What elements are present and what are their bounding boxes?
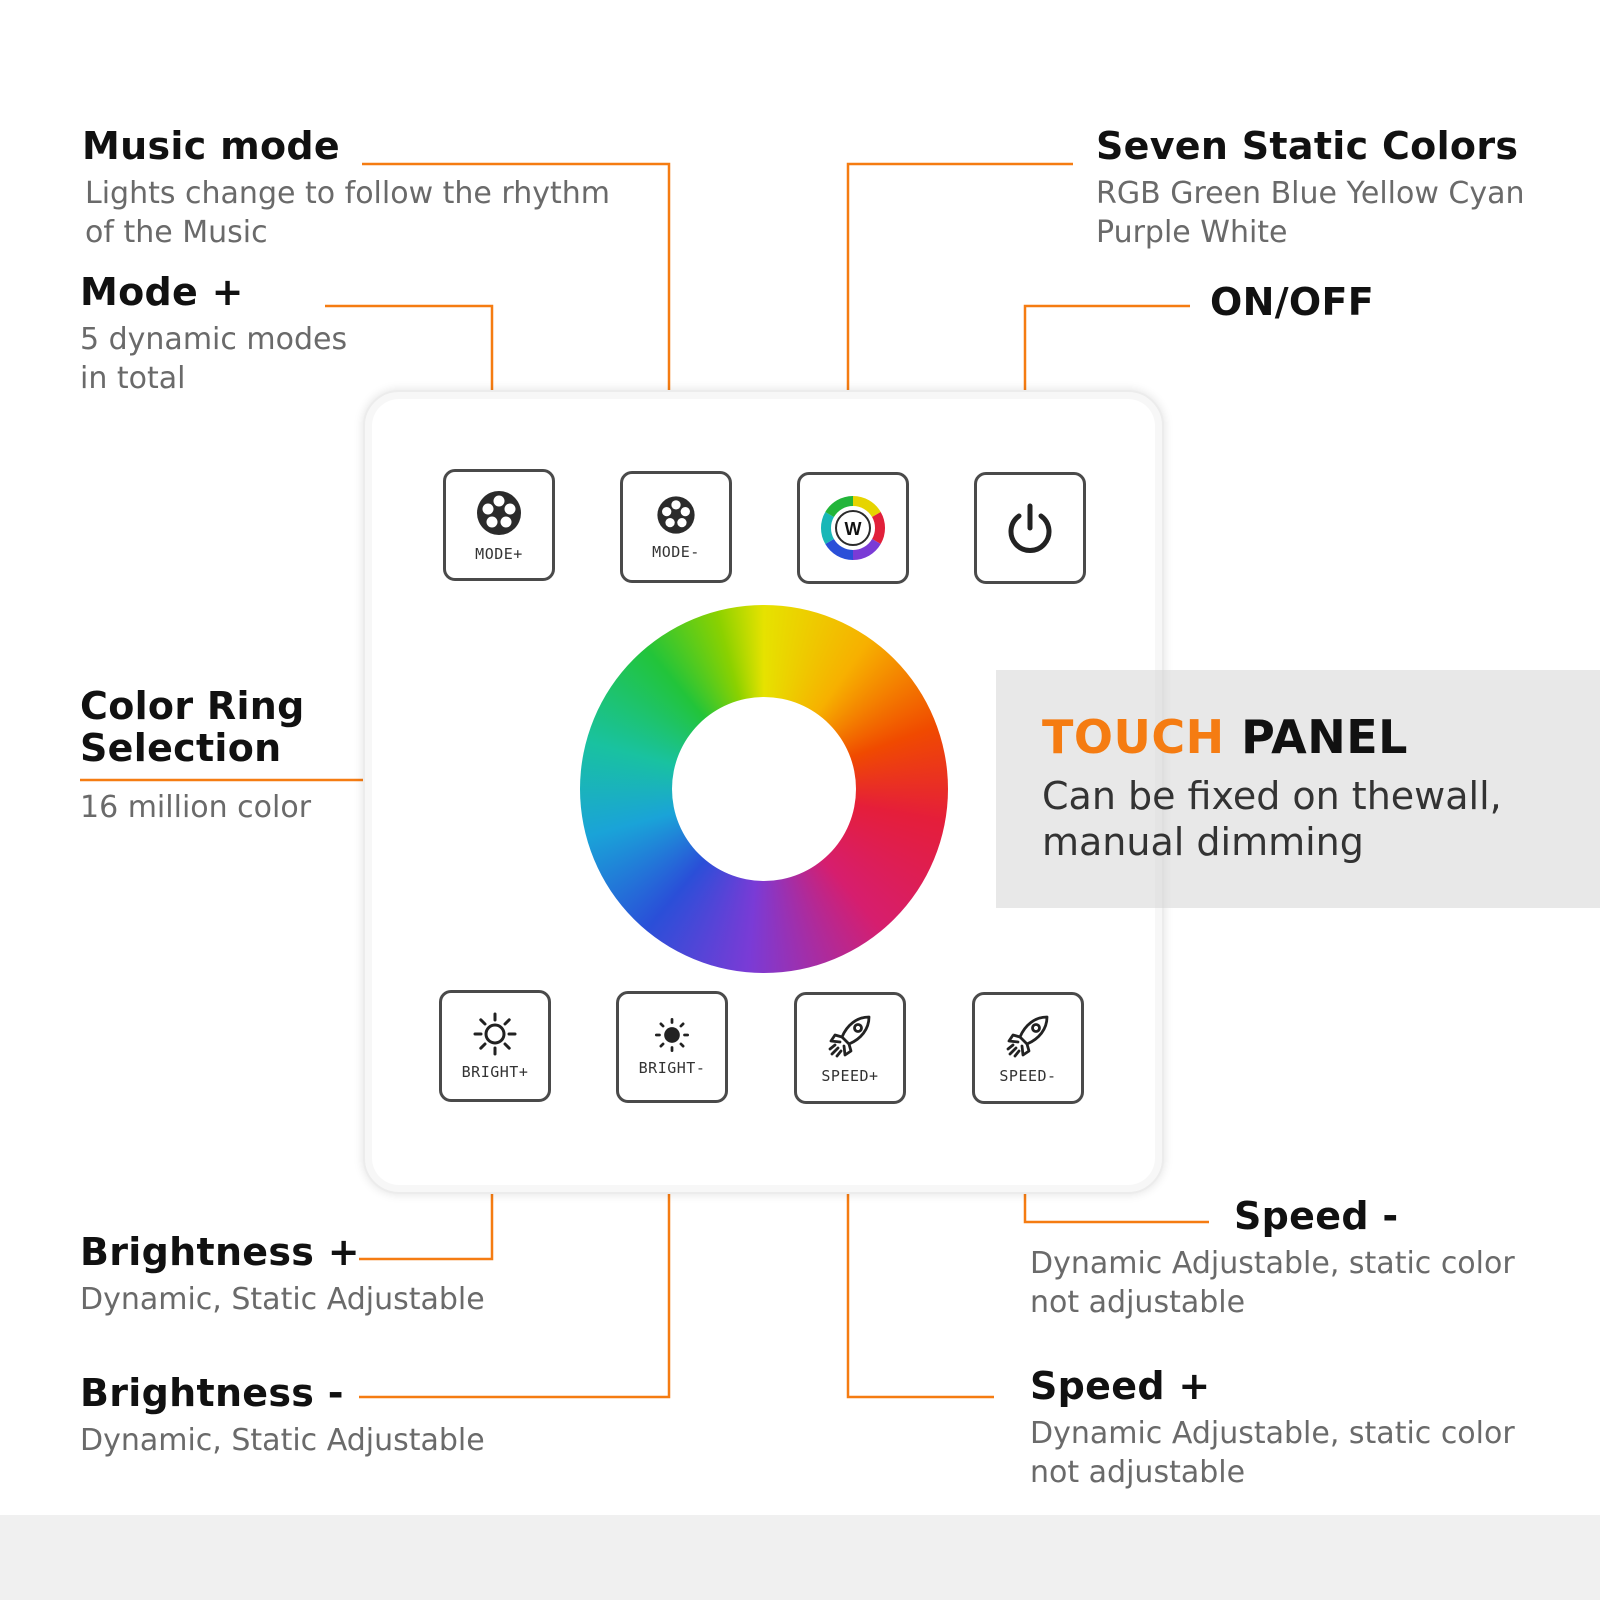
bright-plus-key[interactable]: BRIGHT+ bbox=[439, 990, 551, 1102]
callout-speed-minus: Speed - Dynamic Adjustable, static color… bbox=[1030, 1194, 1515, 1322]
touch-desc-line1: Can be fixed on thewall, bbox=[1042, 774, 1502, 818]
music-mode-minus-icon bbox=[657, 496, 695, 534]
power-icon bbox=[1008, 503, 1052, 553]
touch-panel-desc: Can be fixed on thewall, manual dimming bbox=[1042, 774, 1582, 865]
music-mode-plus-icon bbox=[477, 491, 521, 535]
seven-colors-desc: RGB Green Blue Yellow Cyan Purple White bbox=[1096, 174, 1525, 252]
color-ring-title-line1: Color Ring bbox=[80, 684, 305, 728]
callout-seven-colors: Seven Static Colors RGB Green Blue Yello… bbox=[1096, 124, 1525, 252]
mode-minus-key[interactable]: MODE- bbox=[620, 471, 732, 583]
brightness-minus-desc: Dynamic, Static Adjustable bbox=[80, 1422, 485, 1458]
callout-brightness-minus: Brightness - Dynamic, Static Adjustable bbox=[80, 1371, 485, 1460]
color-ring[interactable] bbox=[580, 605, 948, 973]
sun-small-icon bbox=[654, 1017, 690, 1053]
mode-plus-desc: 5 dynamic modes in total bbox=[80, 320, 347, 398]
touch-panel-banner: TOUCH PANEL Can be fixed on thewall, man… bbox=[996, 670, 1600, 908]
speed-plus-key[interactable]: SPEED+ bbox=[794, 992, 906, 1104]
rocket-icon bbox=[828, 1015, 871, 1058]
sun-large-icon bbox=[473, 1012, 517, 1056]
speed-minus-desc-line2: not adjustable bbox=[1030, 1284, 1246, 1320]
touch-title-accent: TOUCH bbox=[1042, 710, 1225, 764]
leader-music-mode bbox=[362, 162, 671, 438]
callout-music-mode: Music mode Lights change to follow the r… bbox=[82, 124, 610, 252]
seven-colors-title: Seven Static Colors bbox=[1096, 124, 1519, 168]
speed-minus-key[interactable]: SPEED- bbox=[972, 992, 1084, 1104]
bright-plus-label: BRIGHT+ bbox=[461, 1063, 529, 1081]
white-color-ring-icon: W bbox=[821, 495, 885, 561]
speed-plus-label: SPEED+ bbox=[821, 1067, 879, 1085]
leader-speed-plus bbox=[846, 1128, 994, 1399]
touch-panel-title: TOUCH PANEL bbox=[1042, 710, 1408, 764]
callout-mode-plus: Mode + 5 dynamic modes in total bbox=[80, 270, 347, 398]
leader-brightness-minus bbox=[359, 1128, 671, 1399]
callout-color-ring: Color Ring Selection 16 million color bbox=[80, 684, 312, 827]
mode-plus-key[interactable]: MODE+ bbox=[443, 469, 555, 581]
brightness-plus-title: Brightness + bbox=[80, 1230, 360, 1274]
on-off-title: ON/OFF bbox=[1210, 280, 1375, 324]
seven-colors-desc-line1: RGB Green Blue Yellow Cyan bbox=[1096, 175, 1525, 211]
color-ring-title-line2: Selection bbox=[80, 725, 282, 770]
bright-minus-label: BRIGHT- bbox=[638, 1059, 706, 1077]
music-mode-desc: Lights change to follow the rhythm of th… bbox=[85, 174, 610, 252]
color-ring-desc: 16 million color bbox=[80, 789, 312, 825]
white-color-key[interactable]: W bbox=[797, 472, 909, 584]
white-key-label: W bbox=[845, 519, 862, 539]
callout-on-off: ON/OFF bbox=[1210, 280, 1375, 324]
seven-colors-desc-line2: Purple White bbox=[1096, 214, 1288, 250]
brightness-minus-title: Brightness - bbox=[80, 1371, 344, 1415]
music-mode-title: Music mode bbox=[82, 124, 340, 168]
speed-plus-desc-line2: not adjustable bbox=[1030, 1454, 1246, 1490]
speed-plus-desc-line1: Dynamic Adjustable, static color bbox=[1030, 1415, 1515, 1451]
brightness-plus-desc: Dynamic, Static Adjustable bbox=[80, 1281, 485, 1317]
callout-speed-plus: Speed + Dynamic Adjustable, static color… bbox=[1030, 1364, 1515, 1492]
speed-minus-label: SPEED- bbox=[999, 1067, 1057, 1085]
touch-desc-line2: manual dimming bbox=[1042, 819, 1364, 864]
mode-plus-desc-line1: 5 dynamic modes bbox=[80, 321, 348, 357]
speed-minus-desc: Dynamic Adjustable, static color not adj… bbox=[1030, 1244, 1515, 1322]
music-mode-desc-line2: of the Music bbox=[85, 214, 268, 250]
power-key[interactable] bbox=[974, 472, 1086, 584]
rocket-icon bbox=[1006, 1015, 1049, 1058]
callout-brightness-plus: Brightness + Dynamic, Static Adjustable bbox=[80, 1230, 485, 1319]
bright-minus-key[interactable]: BRIGHT- bbox=[616, 991, 728, 1103]
mode-plus-label: MODE+ bbox=[475, 545, 523, 563]
speed-plus-desc: Dynamic Adjustable, static color not adj… bbox=[1030, 1414, 1515, 1492]
speed-minus-desc-line1: Dynamic Adjustable, static color bbox=[1030, 1245, 1515, 1281]
mode-minus-label: MODE- bbox=[652, 543, 700, 561]
music-mode-desc-line1: Lights change to follow the rhythm bbox=[85, 175, 610, 211]
bottom-band bbox=[0, 1515, 1600, 1600]
touch-title-rest: PANEL bbox=[1241, 710, 1408, 764]
speed-minus-title: Speed - bbox=[1234, 1194, 1399, 1238]
speed-plus-title: Speed + bbox=[1030, 1364, 1211, 1408]
mode-plus-title: Mode + bbox=[80, 270, 244, 314]
mode-plus-desc-line2: in total bbox=[80, 360, 186, 396]
leader-seven-colors bbox=[846, 162, 1073, 438]
